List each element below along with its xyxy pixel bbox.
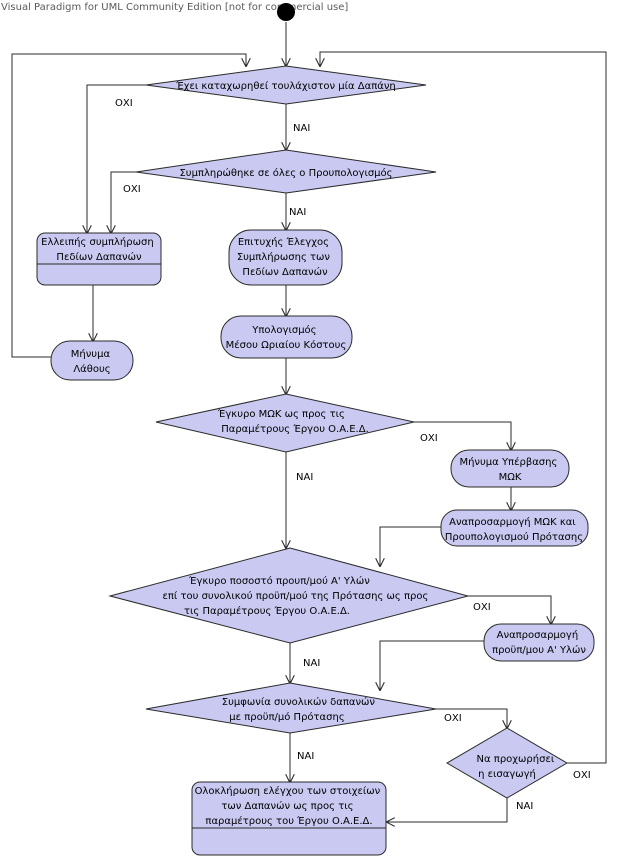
action-3-line-1: Επιτυχής Έλεγχος (238, 236, 329, 248)
action-4-line-1: Υπολογισμός (251, 324, 316, 336)
action-5-shape (450, 449, 570, 488)
decision-5: Συμφωνία συνολικών δαπανών με προϋπ/μό Π… (145, 682, 437, 734)
edge-a6-d4 (380, 526, 442, 566)
decision-5-label: Συμφωνία συνολικών δαπανών με προϋπ/μό Π… (222, 696, 378, 723)
watermark-text: Visual Paradigm for UML Community Editio… (1, 2, 348, 13)
decision-4: Έγκυρο ποσοστό προυπ/μού Α' Υλών επί του… (108, 547, 470, 644)
action-6: Αναπροσαρμογή ΜΩΚ και Προυπολογισμού Πρό… (440, 509, 589, 547)
action-4-line-2: Μέσου Ωριαίου Κόστους (226, 339, 347, 351)
decision-5-line-2: με προϋπ/μό Πρότασης (229, 711, 344, 723)
action-5-line-1: Μήνυμα Υπέρβασης (459, 456, 557, 468)
action-2-line-1: Μήνυμα (71, 348, 111, 360)
edge-d3-no (411, 421, 511, 450)
action-7-line-1: Αναπροσαρμογή (497, 629, 579, 641)
action-1-label: Ελλειπής συμπλήρωση Πεδίων Δαπανών (41, 236, 157, 263)
edge-d2-no (111, 171, 140, 233)
edge-label-d3-no: ΟΧΙ (420, 433, 438, 444)
decision-2-line-1: Συμπληρώθηκε σε όλες ο Προυπολογισμός (179, 167, 392, 179)
decision-5-shape (145, 682, 437, 734)
decision-4-shape (108, 547, 470, 644)
edge-label-d1-yes: ΝΑΙ (293, 123, 310, 134)
decision-6-line-1: Να προχωρήσει (477, 753, 555, 765)
edge-label-d5-yes: ΝΑΙ (297, 751, 314, 762)
decision-2-shape (135, 149, 437, 194)
edge-d6-yes (387, 798, 508, 822)
decision-6-label: Να προχωρήσει η εισαγωγή (477, 753, 558, 780)
edge-label-d4-no: ΟΧΙ (473, 602, 491, 613)
action-3-line-3: Πεδίων Δαπανών (242, 266, 328, 278)
action-3-shape (228, 229, 343, 286)
action-6-shape (440, 509, 589, 547)
action-7-label: Αναπροσαρμογή προϋπ/μου Α' Υλών (492, 629, 586, 656)
edge-d1-no (87, 84, 146, 233)
action-6-line-2: Προυπολογισμού Πρότασης (445, 531, 583, 543)
decision-6: Να προχωρήσει η εισαγωγή (446, 727, 568, 799)
edge-a2-loop (11, 53, 246, 358)
action-1-line-1: Ελλειπής συμπλήρωση (41, 236, 154, 248)
decision-3-label: Έγκυρο ΜΩΚ ως προς τις Παραμέτρους Έργου… (217, 408, 369, 435)
decision-3-line-2: Παραμέτρους Έργου Ο.Α.Ε.Δ. (221, 423, 369, 435)
action-4-shape (220, 315, 353, 359)
action-2-label: Μήνυμα Λάθους (71, 348, 113, 375)
decision-4-label: Έγκυρο ποσοστό προυπ/μού Α' Υλών επί του… (163, 575, 432, 617)
edges (11, 22, 607, 822)
decision-2-label: Συμπληρώθηκε σε όλες ο Προυπολογισμός (179, 167, 392, 179)
edge-label-d3-yes: ΝΑΙ (296, 472, 313, 483)
action-8-line-1: Ολοκλήρωση ελέγχου των στοιχείων (195, 785, 381, 797)
edge-a7-d5 (380, 640, 485, 690)
decision-6-line-2: η εισαγωγή (478, 768, 536, 780)
decision-6-shape (446, 727, 568, 799)
action-2-line-2: Λάθους (73, 363, 110, 375)
decision-3-line-1: Έγκυρο ΜΩΚ ως προς τις (217, 408, 345, 420)
decision-4-line-3: τις Παραμέτρους Έργου Ο.Α.Ε.Δ. (184, 605, 350, 617)
decision-4-line-2: επί του συνολικού προϋπ/μού της Πρότασης… (163, 590, 429, 602)
action-1-line-2: Πεδίων Δαπανών (56, 251, 142, 263)
edge-d5-no (436, 708, 507, 728)
action-5-label: Μήνυμα Υπέρβασης ΜΩΚ (459, 456, 560, 483)
action-7-shape (483, 623, 595, 662)
decision-1: Έχει καταχωρηθεί τουλάχιστον μία Δαπάνη (145, 65, 427, 105)
start-node (277, 3, 295, 21)
decision-4-line-1: Έγκυρο ποσοστό προυπ/μού Α' Υλών (188, 575, 370, 587)
decision-3-shape (155, 393, 415, 453)
action-8-label: Ολοκλήρωση ελέγχου των στοιχείων των Δαπ… (195, 785, 384, 827)
edge-label-d6-no: ΟΧΙ (573, 770, 591, 781)
action-8-shape (191, 781, 387, 856)
action-8-line-3: παραμέτρους του Έργου Ο.Α.Ε.Δ. (205, 815, 372, 827)
edge-label-d5-no: ΟΧΙ (444, 713, 462, 724)
action-3-line-2: Συμπλήρωσης των (237, 251, 331, 263)
action-1: Ελλειπής συμπλήρωση Πεδίων Δαπανών (36, 232, 162, 286)
action-4: Υπολογισμός Μέσου Ωριαίου Κόστους (220, 315, 353, 359)
decision-2: Συμπληρώθηκε σε όλες ο Προυπολογισμός (135, 149, 437, 194)
action-7-line-2: προϋπ/μου Α' Υλών (492, 644, 586, 656)
action-2: Μήνυμα Λάθους (50, 340, 134, 381)
decision-1-shape (145, 65, 427, 105)
edge-label-d4-yes: ΝΑΙ (303, 658, 320, 669)
decision-3: Έγκυρο ΜΩΚ ως προς τις Παραμέτρους Έργου… (155, 393, 415, 453)
action-6-label: Αναπροσαρμογή ΜΩΚ και Προυπολογισμού Πρό… (445, 516, 583, 543)
action-7: Αναπροσαρμογή προϋπ/μου Α' Υλών (483, 623, 595, 662)
action-6-line-1: Αναπροσαρμογή ΜΩΚ και (449, 516, 576, 528)
decision-1-line-1: Έχει καταχωρηθεί τουλάχιστον μία Δαπάνη (175, 80, 396, 92)
action-8: Ολοκλήρωση ελέγχου των στοιχείων των Δαπ… (191, 781, 387, 856)
edge-d6-no-loop (320, 51, 607, 764)
action-3-label: Επιτυχής Έλεγχος Συμπλήρωσης των Πεδίων … (237, 236, 333, 278)
edge-label-d1-no: ΟΧΙ (115, 98, 133, 109)
edge-d4-no (467, 595, 551, 624)
action-2-shape (50, 340, 134, 381)
decision-1-label: Έχει καταχωρηθεί τουλάχιστον μία Δαπάνη (175, 80, 396, 92)
decision-5-line-1: Συμφωνία συνολικών δαπανών (222, 696, 376, 708)
action-3: Επιτυχής Έλεγχος Συμπλήρωσης των Πεδίων … (228, 229, 343, 286)
action-4-label: Υπολογισμός Μέσου Ωριαίου Κόστους (226, 324, 347, 351)
edge-labels: ΟΧΙ ΝΑΙ ΟΧΙ ΝΑΙ ΟΧΙ ΝΑΙ ΟΧΙ ΝΑΙ ΟΧΙ ΝΑΙ … (115, 98, 591, 812)
edge-label-d2-yes: ΝΑΙ (289, 207, 306, 218)
action-5-line-2: ΜΩΚ (499, 472, 522, 483)
action-1-shape (36, 232, 162, 286)
edge-label-d2-no: ΟΧΙ (123, 184, 141, 195)
action-5: Μήνυμα Υπέρβασης ΜΩΚ (450, 449, 570, 488)
edge-label-d6-yes: ΝΑΙ (516, 801, 533, 812)
action-8-line-2: των Δαπανών ως προς τις (221, 800, 353, 812)
